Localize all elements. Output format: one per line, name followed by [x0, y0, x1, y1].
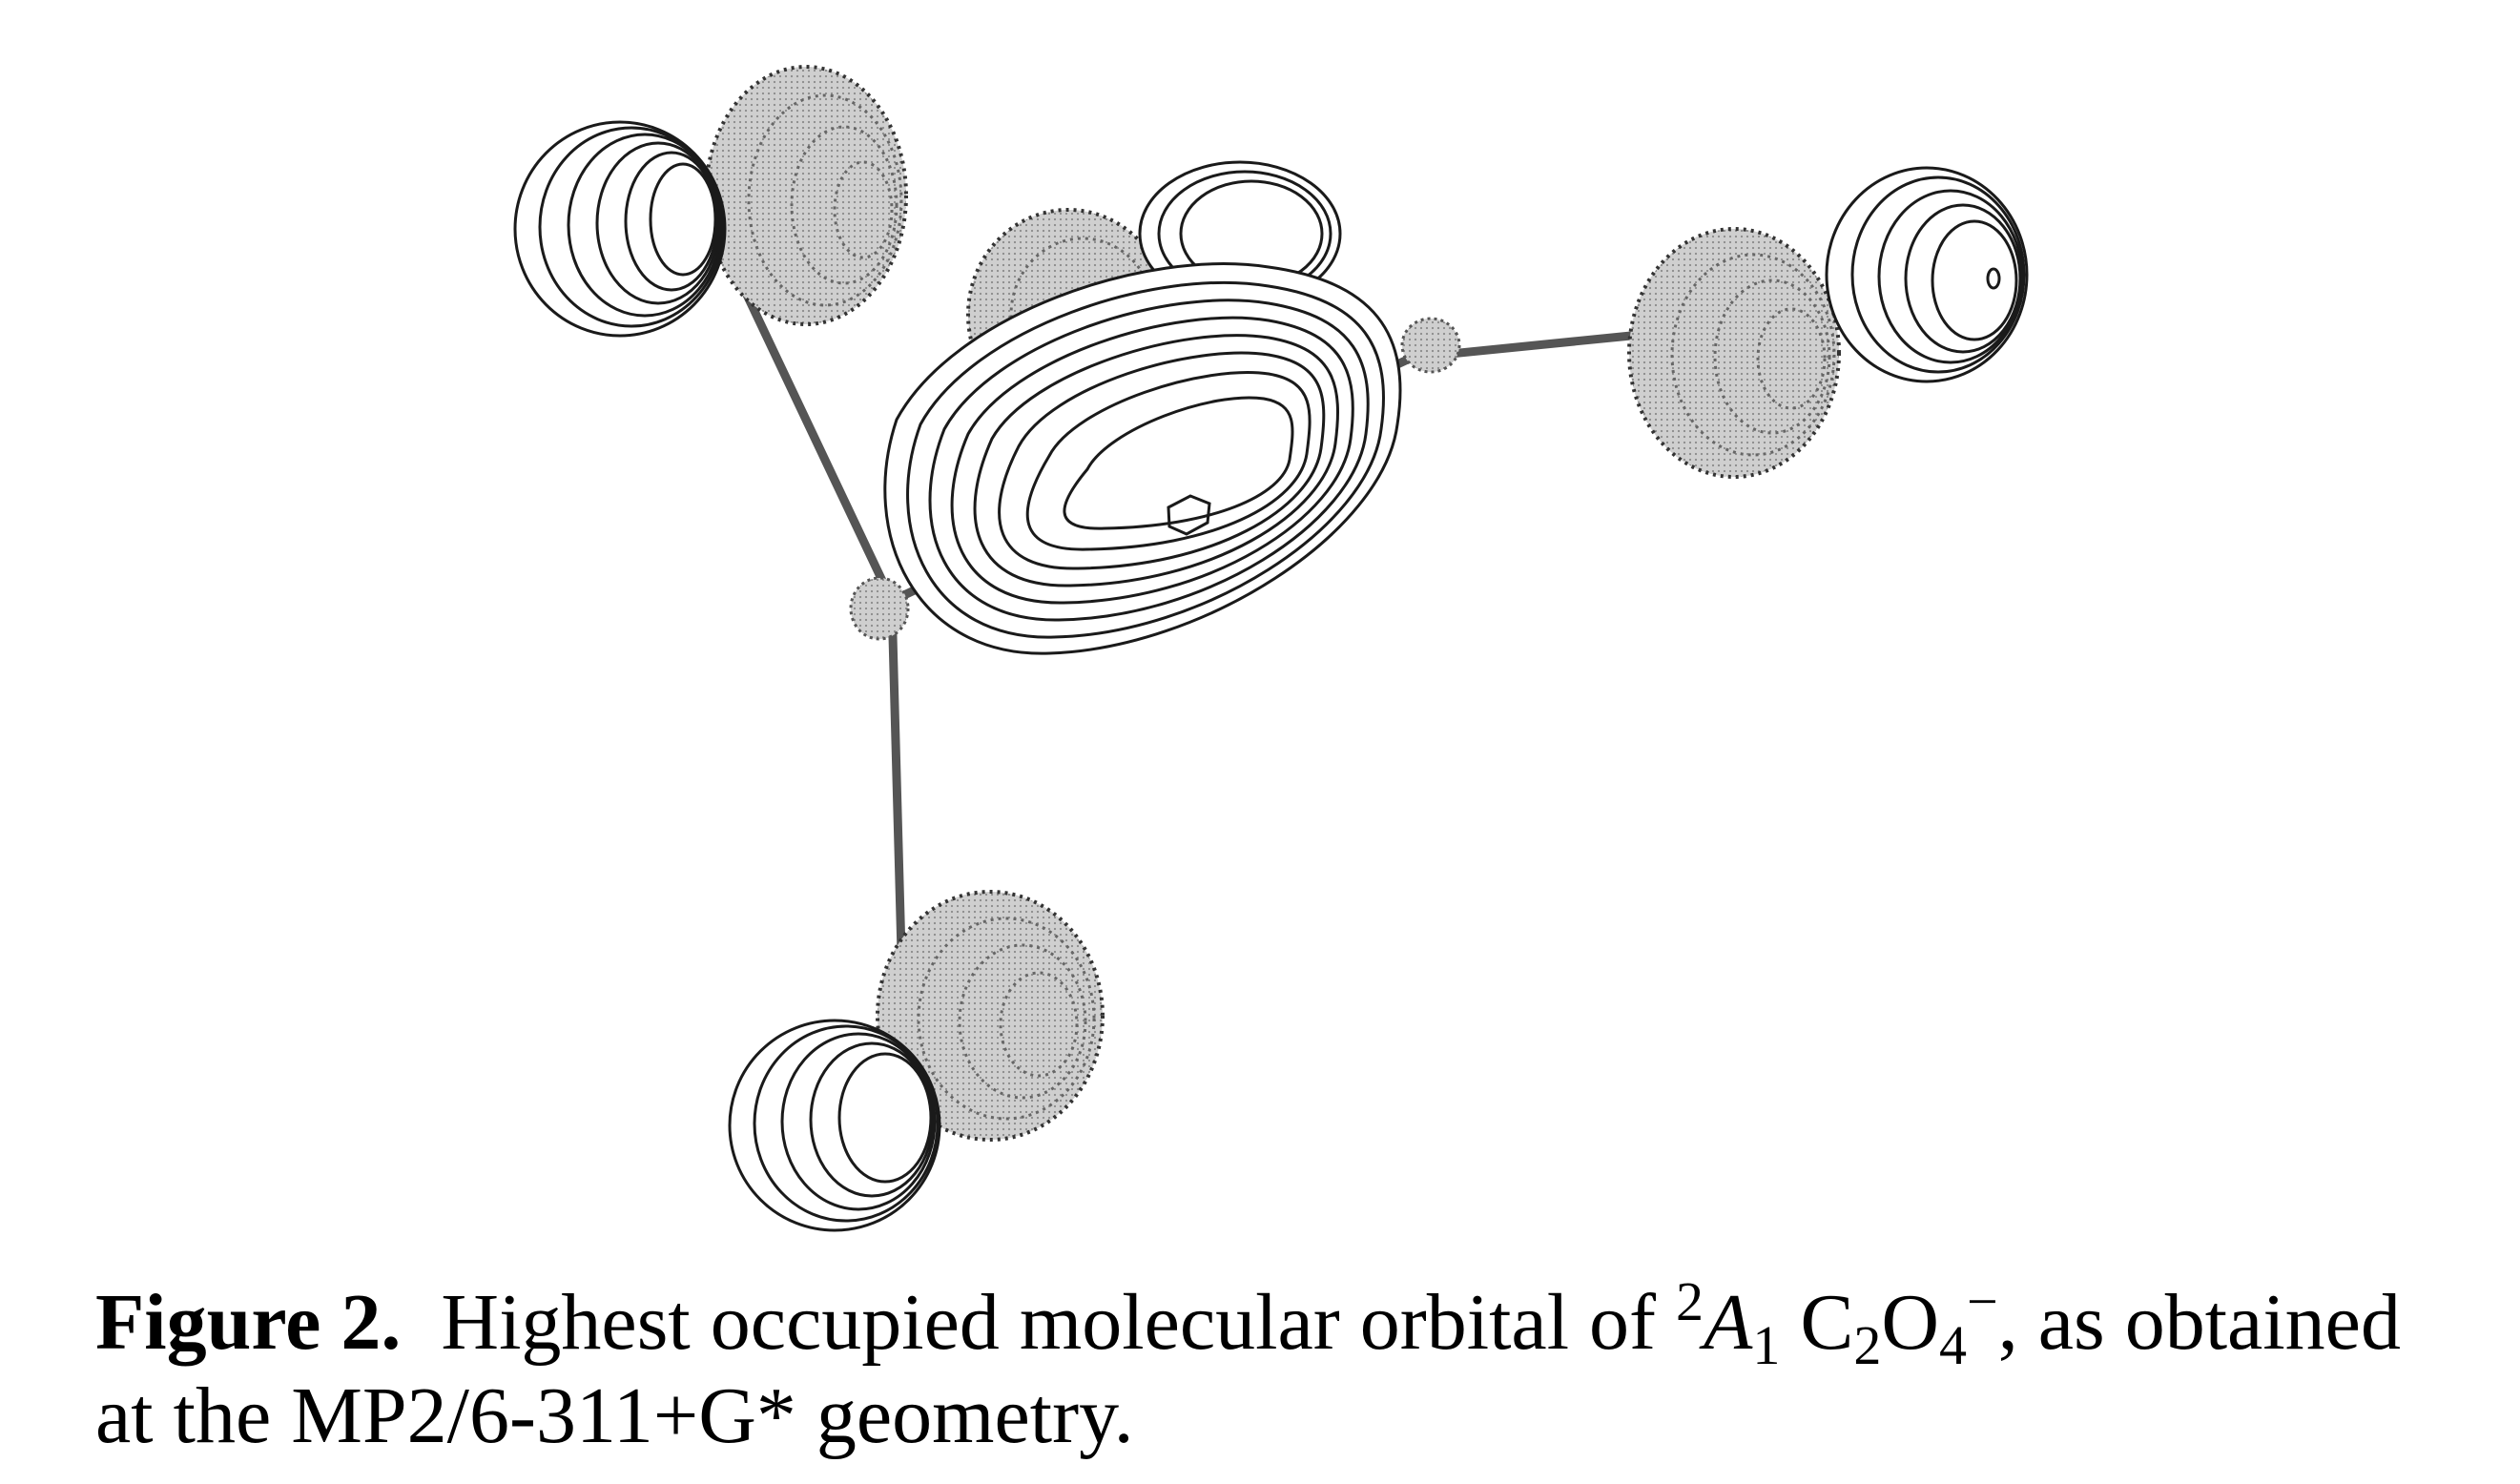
- oxygen-top-left-positive-lobe: [513, 120, 727, 338]
- formula-oxygen: O: [1881, 1278, 1940, 1367]
- carbon-lobe-left: [849, 576, 910, 641]
- oxygen-top-left-negative-lobe: [704, 65, 908, 326]
- formula-carbon: C: [1800, 1278, 1854, 1367]
- carbon-lobe-right: [1400, 317, 1461, 374]
- term-subscript: 1: [1752, 1314, 1781, 1376]
- formula-carbon-count: 2: [1853, 1314, 1882, 1376]
- caption-lead: Highest occupied molecular orbital of: [441, 1278, 1676, 1367]
- caption-rest: , as obtained: [1997, 1278, 2401, 1367]
- term-symbol: A: [1704, 1278, 1753, 1367]
- oxygen-bottom-positive-lobe: [728, 1019, 941, 1232]
- oxygen-right-negative-lobe: [1627, 227, 1841, 479]
- formula-charge: −: [1967, 1270, 1998, 1332]
- oxygen-bottom-negative-lobe: [876, 890, 1105, 1142]
- figure-caption: Figure 2. Highest occupied molecular orb…: [95, 1274, 2461, 1463]
- oxygen-right-positive-lobe: [1825, 166, 2029, 383]
- formula-oxygen-count: 4: [1939, 1314, 1968, 1376]
- caption-line-2: at the MP2/6-311+G* geometry.: [95, 1371, 1134, 1460]
- central-bond-lobe: [883, 262, 1402, 655]
- figure-label: Figure 2.: [95, 1278, 402, 1367]
- figure-image: [513, 65, 2029, 1232]
- term-superscript: 2: [1676, 1270, 1704, 1332]
